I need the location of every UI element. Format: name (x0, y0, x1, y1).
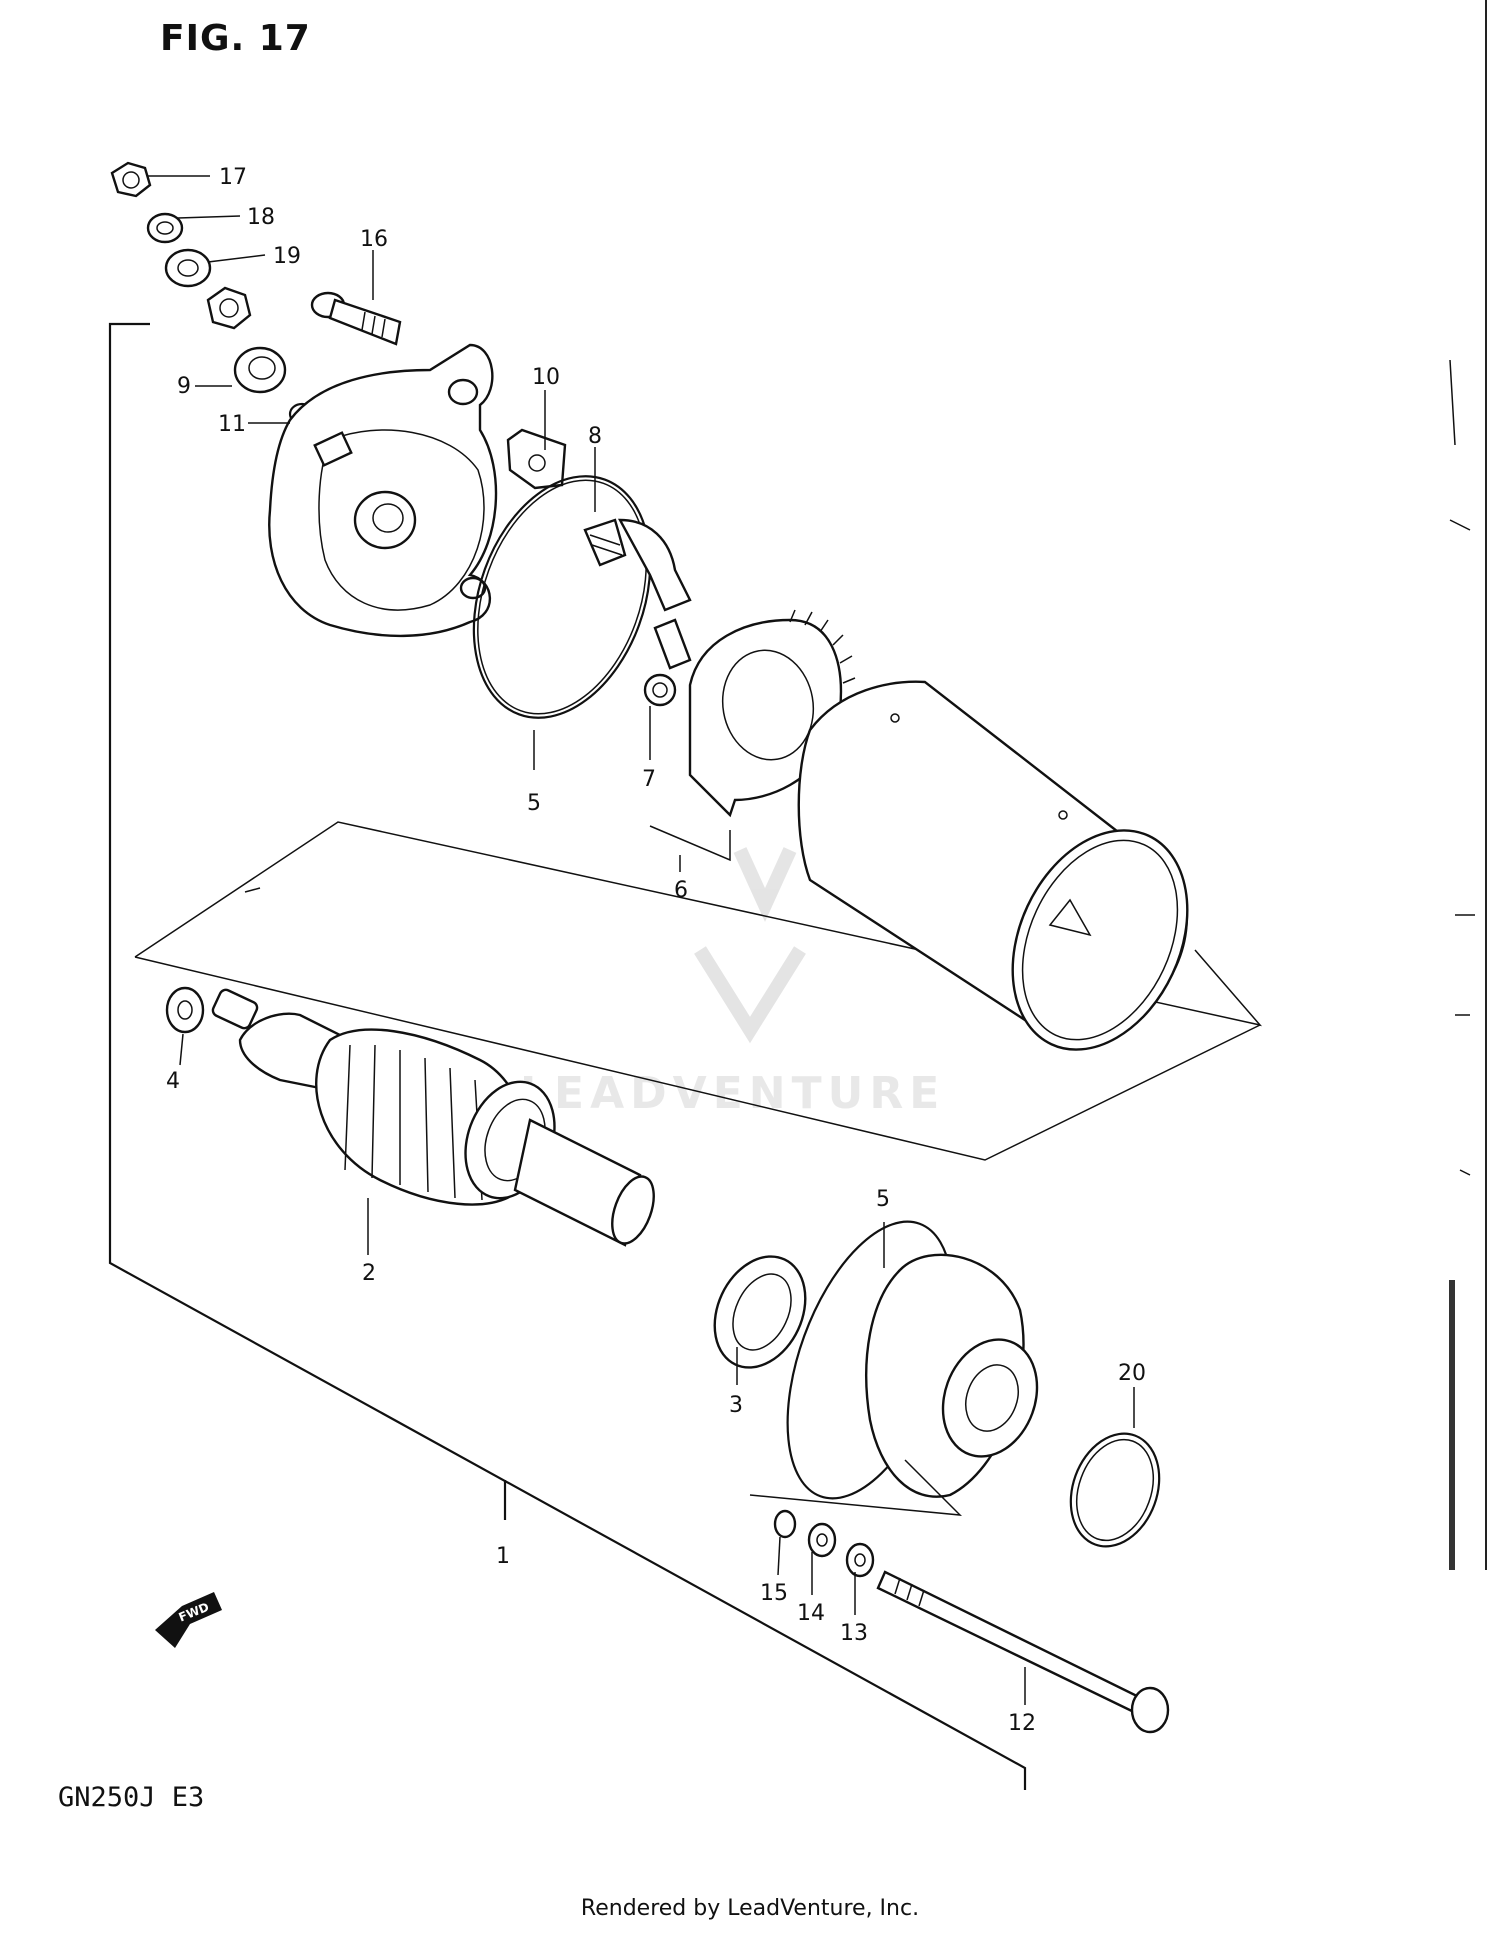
callout-2: 2 (362, 1261, 376, 1286)
washer-18 (146, 212, 184, 244)
callout-19: 19 (273, 244, 301, 269)
front-end-cover (865, 1253, 1039, 1498)
watermark-text: LEADVENTURE (520, 1068, 945, 1119)
callout-7: 7 (642, 767, 656, 792)
through-bolt-12 (876, 1570, 1170, 1734)
bushing-9 (233, 346, 287, 394)
leader-lines (148, 175, 1135, 1705)
oil-seal-3 (713, 1255, 807, 1369)
o-ring-20 (1069, 1432, 1161, 1548)
nut-17 (110, 161, 152, 198)
bolt-16 (310, 291, 402, 346)
callout-14: 14 (797, 1601, 825, 1626)
model-code: GN250J E3 (58, 1782, 205, 1813)
callout-9: 9 (177, 374, 191, 399)
armature-2 (211, 988, 655, 1247)
inner-assembly-boundary (134, 821, 1263, 1161)
callout-18: 18 (247, 205, 275, 230)
callout-11: 11 (218, 412, 246, 437)
rear-end-cover (268, 343, 498, 638)
washer-4 (165, 986, 205, 1034)
callout-17: 17 (219, 165, 247, 190)
footer-credit: Rendered by LeadVenture, Inc. (580, 1896, 920, 1921)
watermark: LEADVENTURE (520, 847, 945, 1119)
callouts: 17 18 19 16 9 11 10 8 5 7 6 4 2 5 3 20 1… (166, 165, 1146, 1736)
callout-13: 13 (840, 1621, 868, 1646)
scan-edge-marks (1449, 0, 1487, 1570)
assembly-frame (108, 322, 1027, 1790)
callout-5-lower: 5 (876, 1187, 890, 1212)
washer-19 (164, 248, 212, 288)
callout-15: 15 (760, 1581, 788, 1606)
callout-10: 10 (532, 365, 560, 390)
callout-5-upper: 5 (527, 791, 541, 816)
terminal-bolt-8 (583, 518, 692, 612)
callout-1: 1 (496, 1544, 510, 1569)
callout-3: 3 (729, 1393, 743, 1418)
figure-title: FIG. 17 (160, 18, 311, 59)
o-ring-5-upper (472, 475, 652, 719)
callout-4: 4 (166, 1069, 180, 1094)
callout-6: 6 (674, 878, 688, 903)
callout-16: 16 (360, 227, 388, 252)
callout-20: 20 (1118, 1361, 1146, 1386)
callout-12: 12 (1008, 1711, 1036, 1736)
nut-stack (206, 286, 252, 330)
washer-group-13-15 (749, 1459, 963, 1578)
fwd-arrow: FWD (155, 1592, 222, 1648)
yoke-housing (797, 680, 1189, 1051)
callout-8: 8 (588, 424, 602, 449)
bracket-10 (506, 428, 567, 490)
